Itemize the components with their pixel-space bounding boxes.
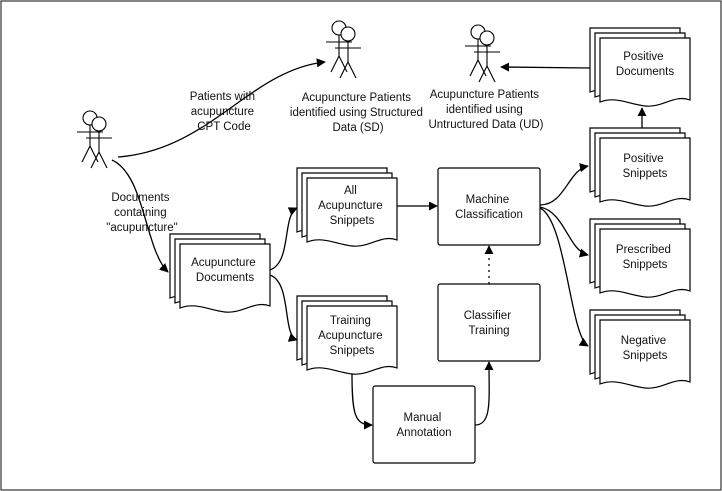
all-acupuncture-snippets-node: All Acupuncture Snippets [296,167,398,247]
sd-patients-actor-icon [326,20,361,79]
documents-containing-label: Documents containing "acupuncture" [106,192,177,234]
edge-training-snippets-to-manual-annotation [351,373,373,430]
training-acupuncture-snippets-node: Training Acupuncture Snippets [296,295,398,375]
edge-machine-classification-to-prescribed-snippets [539,206,589,258]
sd-patients-label: Acupuncture Patients identified using St… [290,92,426,134]
classifier-training-label: Classifier Training [464,310,515,337]
negative-snippets-node: Negative Snippets [589,309,691,389]
positive-documents-label: Positive Documents [616,51,674,78]
positive-snippets-node: Positive Snippets [589,127,691,207]
acupuncture-documents-label: Acupuncture Documents [191,257,259,284]
training-acupuncture-snippets-label: Training Acupuncture Snippets [318,315,386,357]
edge-documents-to-all-snippets [269,207,298,271]
negative-snippets-label: Negative Snippets [621,335,670,362]
positive-documents-node: Positive Documents [589,27,691,107]
ud-patients-actor-icon [465,24,500,83]
prescribed-snippets-node: Prescribed Snippets [589,218,691,298]
manual-annotation-node: Manual Annotation [372,385,476,464]
prescribed-snippets-label: Prescribed Snippets [616,244,674,271]
edge-documents-to-training-snippets [269,274,298,342]
ud-patients-label: Acupuncture Patients identified using Un… [428,89,543,131]
edge-source-to-sd-patients [117,58,326,158]
edge-source-to-acupuncture-documents [111,159,169,273]
edge-machine-classification-to-negative-snippets [539,207,589,347]
machine-classification-label: Machine Classification [455,194,523,221]
edge-manual-annotation-to-classifier-training [474,361,494,426]
positive-snippets-label: Positive Snippets [623,153,668,180]
source-actor-icon [77,110,112,169]
classifier-training-node: Classifier Training [437,283,541,362]
acupuncture-documents-node: Acupuncture Documents [169,233,271,313]
edge-positive-documents-to-ud-patients [500,62,591,72]
all-acupuncture-snippets-label: All Acupuncture Snippets [318,185,386,227]
machine-classification-node: Machine Classification [437,167,541,246]
manual-annotation-label: Manual Annotation [397,412,452,439]
cpt-code-label: Patients with acupuncture CPT Code [190,91,258,133]
edge-machine-classification-to-positive-snippets [539,163,589,206]
